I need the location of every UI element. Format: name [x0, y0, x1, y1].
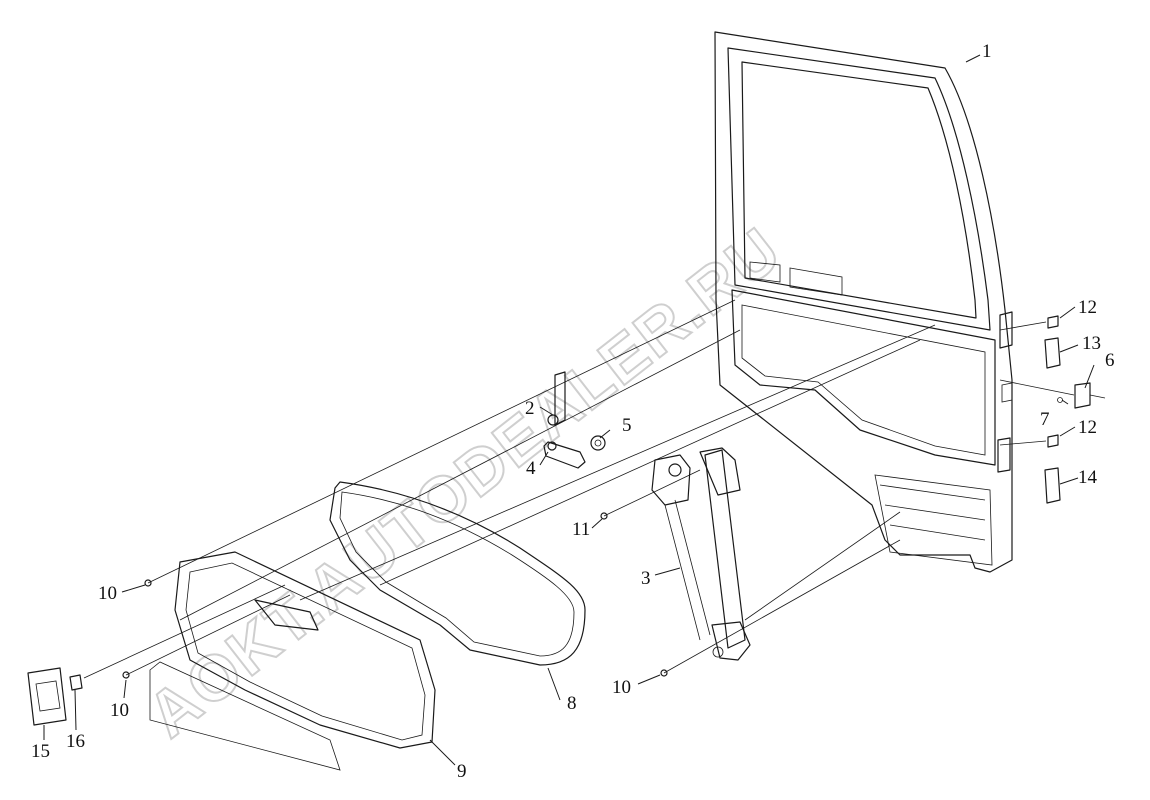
striker — [1057, 382, 1106, 409]
window-regulator — [664, 447, 751, 661]
bolts — [122, 512, 668, 679]
callout-7: 7 — [1040, 409, 1050, 430]
callout-10-bottom-left: 10 — [110, 700, 129, 721]
callouts: 1 2 3 4 5 6 7 8 9 10 10 10 11 12 12 13 1… — [31, 41, 1115, 782]
callout-16: 16 — [66, 731, 85, 752]
callout-10-regulator: 10 — [612, 677, 631, 698]
watermark: AOKT.AUTODEALER.RU — [134, 213, 794, 751]
washer — [590, 435, 606, 451]
callout-9: 9 — [457, 761, 467, 782]
callout-3: 3 — [641, 568, 651, 589]
callout-8: 8 — [567, 693, 577, 714]
callout-6: 6 — [1105, 350, 1115, 371]
callout-1: 1 — [982, 41, 992, 62]
callout-13: 13 — [1082, 333, 1101, 354]
callout-14: 14 — [1078, 467, 1098, 488]
callout-4: 4 — [526, 458, 536, 479]
callout-12-top: 12 — [1078, 297, 1097, 318]
trim-panel — [149, 551, 436, 771]
callout-12-bottom: 12 — [1078, 417, 1097, 438]
callout-10-left: 10 — [98, 583, 117, 604]
callout-2: 2 — [525, 398, 535, 419]
latch-assembly — [651, 454, 691, 506]
callout-11: 11 — [572, 519, 590, 540]
switch-panel — [27, 667, 83, 726]
door-shell — [714, 31, 1013, 573]
callout-15: 15 — [31, 741, 50, 762]
callout-5: 5 — [622, 415, 632, 436]
fittings — [1044, 315, 1061, 504]
leader-lines — [43, 54, 1095, 766]
inner-handle — [543, 441, 586, 469]
